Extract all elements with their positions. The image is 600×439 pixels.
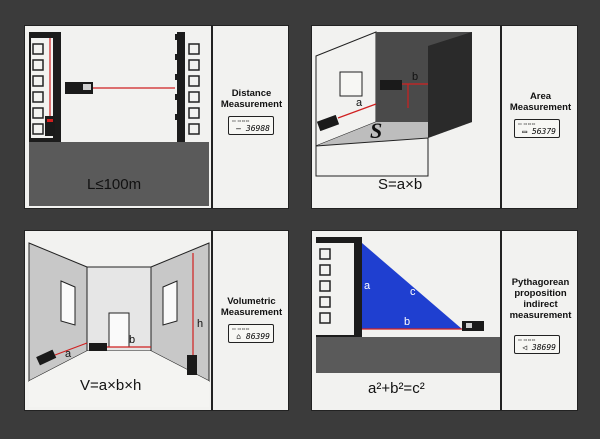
area-reading: ▭ 56379 <box>522 127 556 136</box>
area-title: Area Measurement <box>502 91 579 113</box>
volume-info-panel: Volumetric Measurement ▭ ▭▭▭ ⌂ 86399 <box>212 230 289 411</box>
area-tag-b: b <box>412 71 418 83</box>
pyth-tag-c: c <box>410 286 416 298</box>
formula-pythagorean: a²+b²=c² <box>368 380 425 397</box>
distance-info-panel: Distance Measurement ▭ ▭▭▭ — 36988 <box>212 25 289 209</box>
pythagorean-title-line2: proposition <box>514 288 567 299</box>
area-illustration: a b S <box>315 31 472 177</box>
pythagorean-title-line4: measurement <box>509 310 572 321</box>
volume-illustration: a b h <box>28 242 210 407</box>
distance-lcd-display: ▭ ▭▭▭ — 36988 <box>228 116 274 135</box>
lcd-status-icons: ▭ ▭▭▭ <box>232 118 250 123</box>
area-info-panel: Area Measurement ▭ ▭▭▭ ▭ 56379 <box>501 25 578 209</box>
pythagorean-title: Pythagorean proposition indirect measure… <box>502 277 579 321</box>
distance-reading: — 36988 <box>236 124 270 133</box>
pyth-tag-a: a <box>364 280 371 292</box>
lcd-status-icons: ▭ ▭▭▭ <box>232 326 250 331</box>
volume-reading: ⌂ 86399 <box>236 332 270 341</box>
pythagorean-info-panel: Pythagorean proposition indirect measure… <box>501 230 578 411</box>
volume-illustration-panel: a b h V=a×b×h <box>24 230 212 411</box>
volume-tag-b: b <box>129 334 135 346</box>
pythagorean-illustration-panel: a c b a²+b²=c² <box>311 230 501 411</box>
pythagorean-reading: ◁ 38699 <box>522 343 556 352</box>
area-tag-a: a <box>356 97 363 109</box>
pythagorean-title-line1: Pythagorean <box>511 277 570 288</box>
pythagorean-lcd-display: ▭ ▭▭▭ ◁ 38699 <box>514 335 560 354</box>
area-title-line2: Measurement <box>509 102 572 113</box>
area-lcd-display: ▭ ▭▭▭ ▭ 56379 <box>514 119 560 138</box>
pyth-tag-b: b <box>404 316 410 328</box>
distance-illustration-panel: L≤100m <box>24 25 212 209</box>
volume-lcd-display: ▭ ▭▭▭ ⌂ 86399 <box>228 324 274 343</box>
area-illustration-panel: a b S S=a×b <box>311 25 501 209</box>
volume-title-line2: Measurement <box>220 307 283 318</box>
volume-title: Volumetric Measurement <box>213 296 290 318</box>
lcd-status-icons: ▭ ▭▭▭ <box>518 121 536 126</box>
area-tag-s: S <box>370 118 382 143</box>
distance-title: Distance Measurement <box>213 88 290 110</box>
formula-distance: L≤100m <box>87 176 142 193</box>
distance-illustration <box>29 32 209 206</box>
volume-tag-h: h <box>197 318 203 330</box>
pythagorean-title-line3: indirect <box>523 299 558 310</box>
formula-volume: V=a×b×h <box>80 377 142 394</box>
pythagorean-illustration: a c b <box>316 237 500 373</box>
volume-title-line1: Volumetric <box>227 296 276 307</box>
area-title-line1: Area <box>529 91 552 102</box>
distance-title-line2: Measurement <box>220 99 283 110</box>
distance-title-line1: Distance <box>231 88 272 99</box>
formula-area: S=a×b <box>378 176 423 193</box>
volume-tag-a: a <box>65 348 72 360</box>
lcd-status-icons: ▭ ▭▭▭ <box>518 337 536 342</box>
